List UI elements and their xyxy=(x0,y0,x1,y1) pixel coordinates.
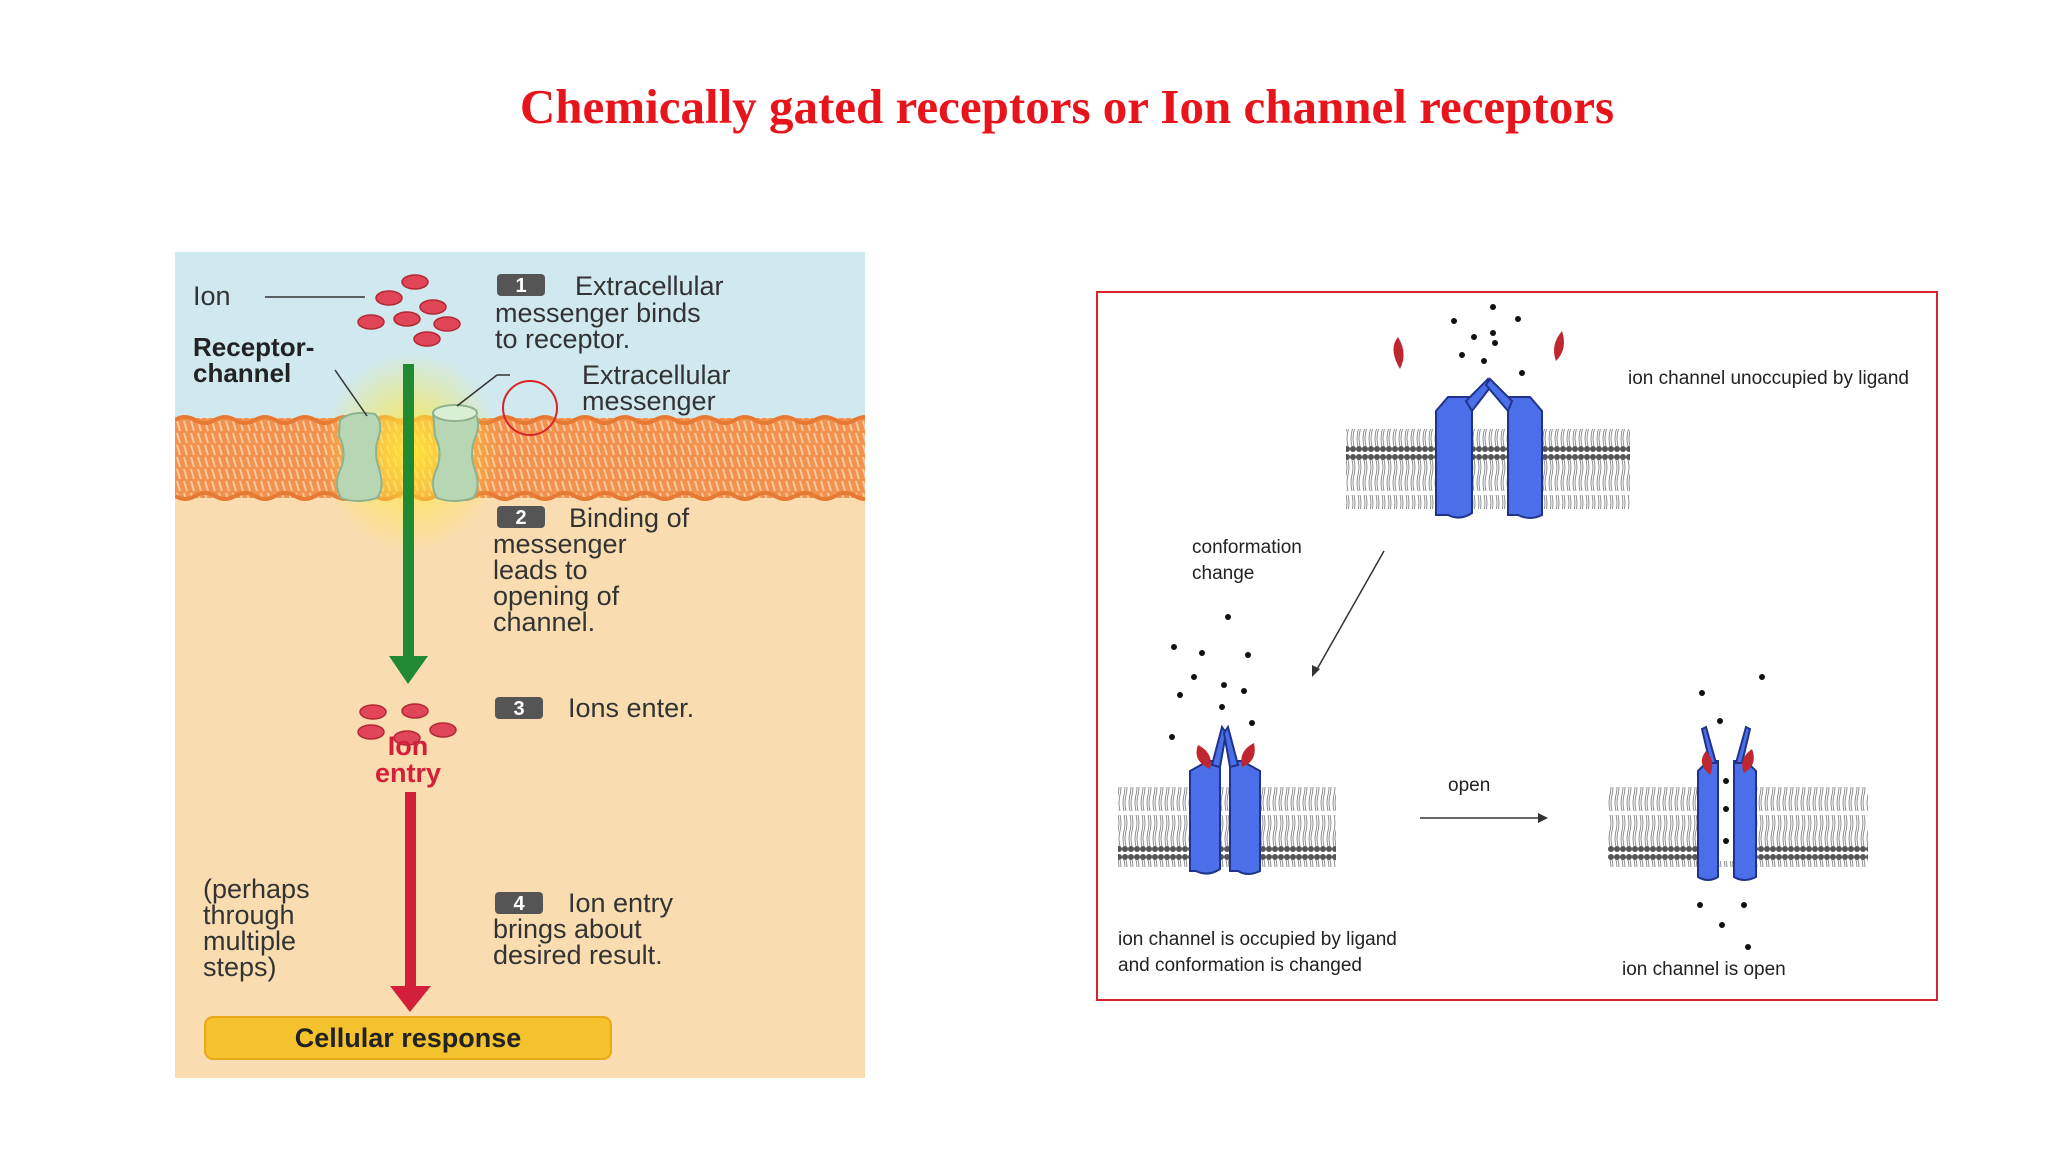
receptor-label-line1: Receptor- xyxy=(193,332,314,362)
cell-membrane xyxy=(175,418,865,498)
ion-entry-line1: Ion xyxy=(388,731,429,761)
step-3-text: Ions enter. xyxy=(568,693,694,723)
ions-top xyxy=(1451,304,1525,376)
step-1-line3: to receptor. xyxy=(495,324,630,354)
green-arrow xyxy=(389,364,428,684)
signaling-pathway-diagram: 1 2 3 4 Ion Receptor- channel Extracellu… xyxy=(173,252,877,1078)
perhaps-line1: (perhaps xyxy=(203,874,310,904)
ion-cluster-top xyxy=(357,274,461,347)
ion-entry-line2: entry xyxy=(375,758,441,788)
step-badges xyxy=(495,274,545,914)
channel-unoccupied xyxy=(1346,331,1630,519)
cellular-response-label: Cellular response xyxy=(295,1023,522,1053)
label-open: open xyxy=(1448,775,1490,796)
step-2-line1: Binding of xyxy=(569,503,690,533)
step-4-line3: desired result. xyxy=(493,940,663,970)
receptor-channel xyxy=(336,404,479,502)
ion-channel-states-diagram: ion channel unoccupied by ligand conform… xyxy=(1118,304,1909,980)
channel-occupied xyxy=(1118,724,1336,875)
channel-open xyxy=(1608,725,1868,881)
step-1-number: 1 xyxy=(515,275,526,297)
label-occupied-line2: and conformation is changed xyxy=(1118,955,1362,976)
left-diagram-panel: 1 2 3 4 Ion Receptor- channel Extracellu… xyxy=(173,252,877,1078)
label-unoccupied: ion channel unoccupied by ligand xyxy=(1628,368,1909,389)
messenger-label-line1: Extracellular xyxy=(582,360,731,390)
step-2-line5: channel. xyxy=(493,607,595,637)
cellular-response-box xyxy=(204,1016,612,1060)
perhaps-line2: through xyxy=(203,900,295,930)
receptor-label-line2: channel xyxy=(193,358,291,388)
ions-bottom-left xyxy=(1169,614,1255,740)
step-1-line1: Extracellular xyxy=(575,271,724,301)
perhaps-line4: steps) xyxy=(203,952,277,982)
step-1-line2: messenger binds xyxy=(495,298,701,328)
step-2-number: 2 xyxy=(515,507,526,529)
right-diagram-panel: ion channel unoccupied by ligand conform… xyxy=(1096,291,1938,1001)
red-arrow xyxy=(390,792,431,1012)
open-arrow xyxy=(1420,813,1548,823)
messenger-label-line2: messenger xyxy=(582,386,716,416)
ion-cluster-entry xyxy=(357,703,457,746)
conformation-arrow xyxy=(1312,550,1385,677)
step-4-line1: Ion entry xyxy=(568,888,674,918)
label-is-open: ion channel is open xyxy=(1622,959,1786,980)
step-4-line2: brings about xyxy=(493,914,642,944)
annotation-circle xyxy=(502,380,558,436)
label-conformation-line1: conformation xyxy=(1192,537,1302,558)
label-occupied-line1: ion channel is occupied by ligand xyxy=(1118,929,1397,950)
step-4-number: 4 xyxy=(513,893,525,915)
label-conformation-line2: change xyxy=(1192,563,1254,584)
perhaps-line3: multiple xyxy=(203,926,296,956)
cytoplasm-region xyxy=(175,420,865,1078)
ions-bottom-right xyxy=(1697,674,1765,950)
step-3-number: 3 xyxy=(513,698,524,720)
step-2-line2: messenger xyxy=(493,529,627,559)
slide-title: Chemically gated receptors or Ion channe… xyxy=(519,79,1615,134)
step-2-line4: opening of xyxy=(493,581,620,611)
step-2-line3: leads to xyxy=(493,555,588,585)
ion-label: Ion xyxy=(193,281,231,311)
